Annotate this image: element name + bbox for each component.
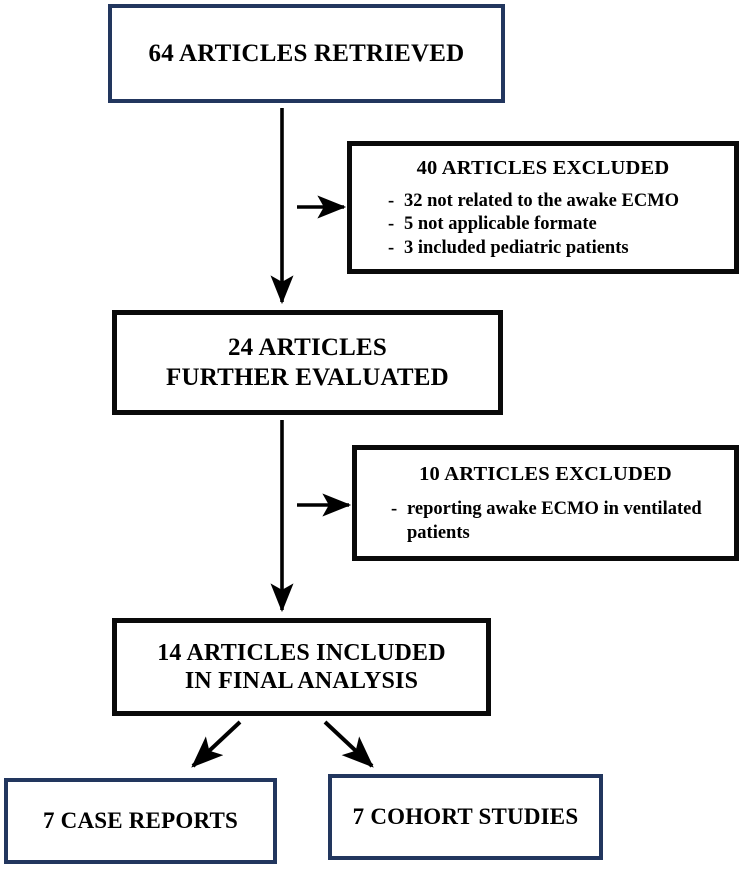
- node-articles-excluded-40: 40 ARTICLES EXCLUDED - 32 not related to…: [347, 141, 739, 274]
- bullet-dash-icon: -: [391, 499, 398, 520]
- node-articles-included-line1: 14 ARTICLES INCLUDED: [157, 639, 446, 666]
- node-articles-further-evaluated-line1: 24 ARTICLES: [227, 334, 387, 361]
- node-articles-further-evaluated-line2: FURTHER EVALUATED: [166, 363, 449, 391]
- list-item: - 3 included pediatric patients: [382, 237, 724, 261]
- arrow-included-to-cohort-studies: [323, 720, 374, 768]
- bullet-dash-icon: -: [388, 190, 395, 211]
- node-articles-excluded-10-label: 10 ARTICLES EXCLUDED: [419, 463, 672, 486]
- node-articles-further-evaluated: 24 ARTICLES FURTHER EVALUATED: [112, 310, 503, 415]
- node-case-reports-label: 7 CASE REPORTS: [43, 808, 238, 834]
- node-articles-retrieved-label: 64 ARTICLES RETRIEVED: [148, 39, 465, 67]
- excluded-40-reason-1: 32 not related to the awake ECMO: [404, 190, 680, 211]
- node-articles-excluded-10: 10 ARTICLES EXCLUDED - reporting awake E…: [352, 445, 739, 561]
- bullet-dash-icon: -: [388, 237, 395, 258]
- list-item: - 32 not related to the awake ECMO: [382, 190, 724, 214]
- node-articles-excluded-40-label: 40 ARTICLES EXCLUDED: [416, 157, 670, 180]
- node-case-reports: 7 CASE REPORTS: [4, 778, 277, 864]
- list-item: - reporting awake ECMO in ventilated pat…: [385, 498, 724, 545]
- excluded-10-reason-1: reporting awake ECMO in ventilated patie…: [407, 499, 702, 544]
- node-cohort-studies: 7 COHORT STUDIES: [328, 774, 603, 860]
- bullet-dash-icon: -: [388, 214, 395, 235]
- excluded-10-reason-list: - reporting awake ECMO in ventilated pat…: [357, 498, 734, 545]
- excluded-40-reason-2: 5 not applicable formate: [404, 214, 597, 235]
- excluded-40-reason-3: 3 included pediatric patients: [404, 237, 629, 258]
- node-articles-included: 14 ARTICLES INCLUDED IN FINAL ANALYSIS: [112, 618, 491, 716]
- node-articles-included-line2: IN FINAL ANALYSIS: [184, 668, 419, 694]
- arrow-included-to-case-reports: [191, 720, 242, 768]
- node-articles-retrieved: 64 ARTICLES RETRIEVED: [108, 4, 505, 103]
- excluded-40-reason-list: - 32 not related to the awake ECMO - 5 n…: [352, 190, 734, 261]
- list-item: - 5 not applicable formate: [382, 213, 724, 237]
- node-cohort-studies-label: 7 COHORT STUDIES: [352, 804, 579, 830]
